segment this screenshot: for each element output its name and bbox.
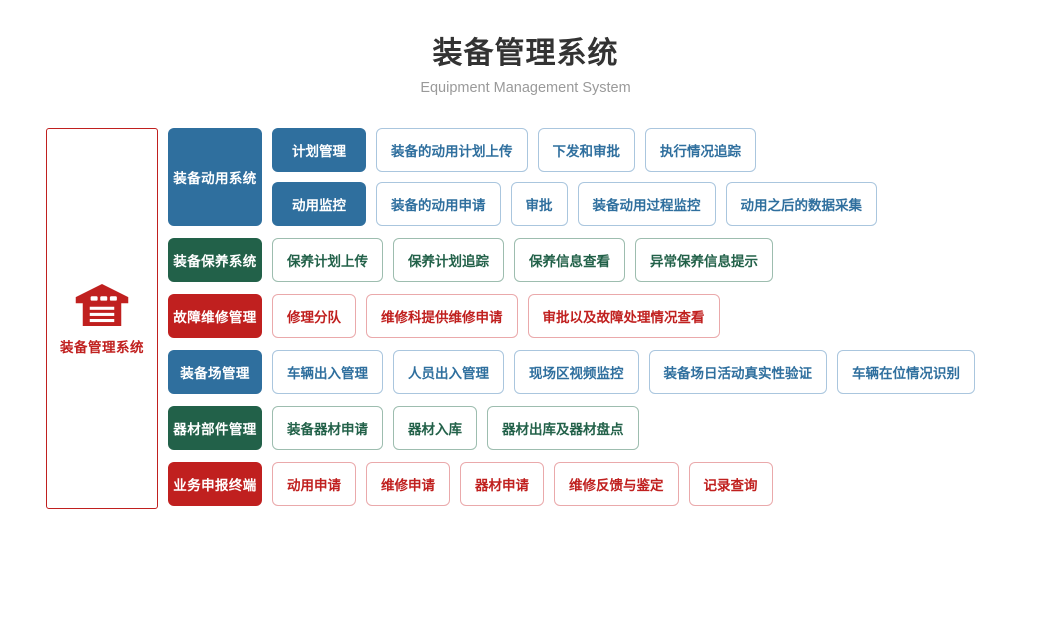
system-architecture-diagram: 装备动用系统计划管理装备的动用计划上传下发和审批执行情况追踪动用监控装备的动用申… — [168, 128, 985, 518]
feature-box[interactable]: 现场区视频监控 — [514, 350, 639, 394]
feature-box[interactable]: 器材申请 — [460, 462, 544, 506]
group-rows: 车辆出入管理人员出入管理现场区视频监控装备场日活动真实性验证车辆在位情况识别 — [272, 350, 985, 394]
page-header: 装备管理系统 Equipment Management System — [0, 36, 1051, 97]
system-group: 器材部件管理装备器材申请器材入库器材出库及器材盘点 — [168, 406, 985, 450]
feature-box[interactable]: 维修反馈与鉴定 — [554, 462, 679, 506]
group-row: 修理分队维修科提供维修申请审批以及故障处理情况查看 — [272, 294, 730, 338]
feature-box[interactable]: 装备的动用计划上传 — [376, 128, 528, 172]
system-group: 故障维修管理修理分队维修科提供维修申请审批以及故障处理情况查看 — [168, 294, 985, 338]
category-box[interactable]: 业务申报终端 — [168, 462, 262, 506]
subcategory-box[interactable]: 计划管理 — [272, 128, 366, 172]
feature-box[interactable]: 保养信息查看 — [514, 238, 625, 282]
feature-box[interactable]: 修理分队 — [272, 294, 356, 338]
feature-box[interactable]: 异常保养信息提示 — [635, 238, 773, 282]
feature-box[interactable]: 装备动用过程监控 — [577, 182, 716, 226]
feature-box[interactable]: 装备的动用申请 — [376, 182, 501, 226]
page-subtitle: Equipment Management System — [420, 80, 631, 96]
system-group: 装备动用系统计划管理装备的动用计划上传下发和审批执行情况追踪动用监控装备的动用申… — [168, 128, 985, 226]
feature-box[interactable]: 器材出库及器材盘点 — [487, 406, 639, 450]
feature-box[interactable]: 动用之后的数据采集 — [725, 182, 877, 226]
subcategory-box[interactable]: 动用监控 — [272, 182, 366, 226]
group-row: 车辆出入管理人员出入管理现场区视频监控装备场日活动真实性验证车辆在位情况识别 — [272, 350, 985, 394]
group-rows: 装备器材申请器材入库器材出库及器材盘点 — [272, 406, 649, 450]
feature-box[interactable]: 维修科提供维修申请 — [366, 294, 518, 338]
group-rows: 保养计划上传保养计划追踪保养信息查看异常保养信息提示 — [272, 238, 783, 282]
feature-box[interactable]: 审批 — [510, 182, 568, 226]
group-row: 保养计划上传保养计划追踪保养信息查看异常保养信息提示 — [272, 238, 783, 282]
group-row: 计划管理装备的动用计划上传下发和审批执行情况追踪 — [272, 128, 887, 172]
feature-box[interactable]: 装备场日活动真实性验证 — [648, 350, 827, 394]
group-rows: 动用申请维修申请器材申请维修反馈与鉴定记录查询 — [272, 462, 783, 506]
feature-box[interactable]: 装备器材申请 — [272, 406, 383, 450]
category-box[interactable]: 器材部件管理 — [168, 406, 262, 450]
system-group: 装备场管理车辆出入管理人员出入管理现场区视频监控装备场日活动真实性验证车辆在位情… — [168, 350, 985, 394]
root-system-panel[interactable]: 装备管理系统 — [46, 128, 158, 509]
category-box[interactable]: 装备保养系统 — [168, 238, 262, 282]
group-row: 装备器材申请器材入库器材出库及器材盘点 — [272, 406, 649, 450]
category-box[interactable]: 装备动用系统 — [168, 128, 262, 226]
feature-box[interactable]: 维修申请 — [366, 462, 450, 506]
group-rows: 计划管理装备的动用计划上传下发和审批执行情况追踪动用监控装备的动用申请审批装备动… — [272, 128, 887, 226]
feature-box[interactable]: 车辆出入管理 — [272, 350, 383, 394]
feature-box[interactable]: 下发和审批 — [537, 128, 635, 172]
system-group: 装备保养系统保养计划上传保养计划追踪保养信息查看异常保养信息提示 — [168, 238, 985, 282]
group-rows: 修理分队维修科提供维修申请审批以及故障处理情况查看 — [272, 294, 730, 338]
feature-box[interactable]: 器材入库 — [393, 406, 477, 450]
system-group: 业务申报终端动用申请维修申请器材申请维修反馈与鉴定记录查询 — [168, 462, 985, 506]
feature-box[interactable]: 动用申请 — [272, 462, 356, 506]
feature-box[interactable]: 保养计划上传 — [272, 238, 383, 282]
feature-box[interactable]: 执行情况追踪 — [645, 128, 756, 172]
warehouse-icon — [75, 283, 129, 326]
group-row: 动用申请维修申请器材申请维修反馈与鉴定记录查询 — [272, 462, 783, 506]
group-row: 动用监控装备的动用申请审批装备动用过程监控动用之后的数据采集 — [272, 182, 887, 226]
feature-box[interactable]: 人员出入管理 — [393, 350, 504, 394]
category-box[interactable]: 故障维修管理 — [168, 294, 262, 338]
category-box[interactable]: 装备场管理 — [168, 350, 262, 394]
root-system-label: 装备管理系统 — [60, 339, 144, 355]
feature-box[interactable]: 保养计划追踪 — [393, 238, 504, 282]
feature-box[interactable]: 车辆在位情况识别 — [837, 350, 975, 394]
page-title: 装备管理系统 — [432, 37, 619, 70]
feature-box[interactable]: 记录查询 — [688, 462, 773, 506]
feature-box[interactable]: 审批以及故障处理情况查看 — [527, 294, 720, 338]
